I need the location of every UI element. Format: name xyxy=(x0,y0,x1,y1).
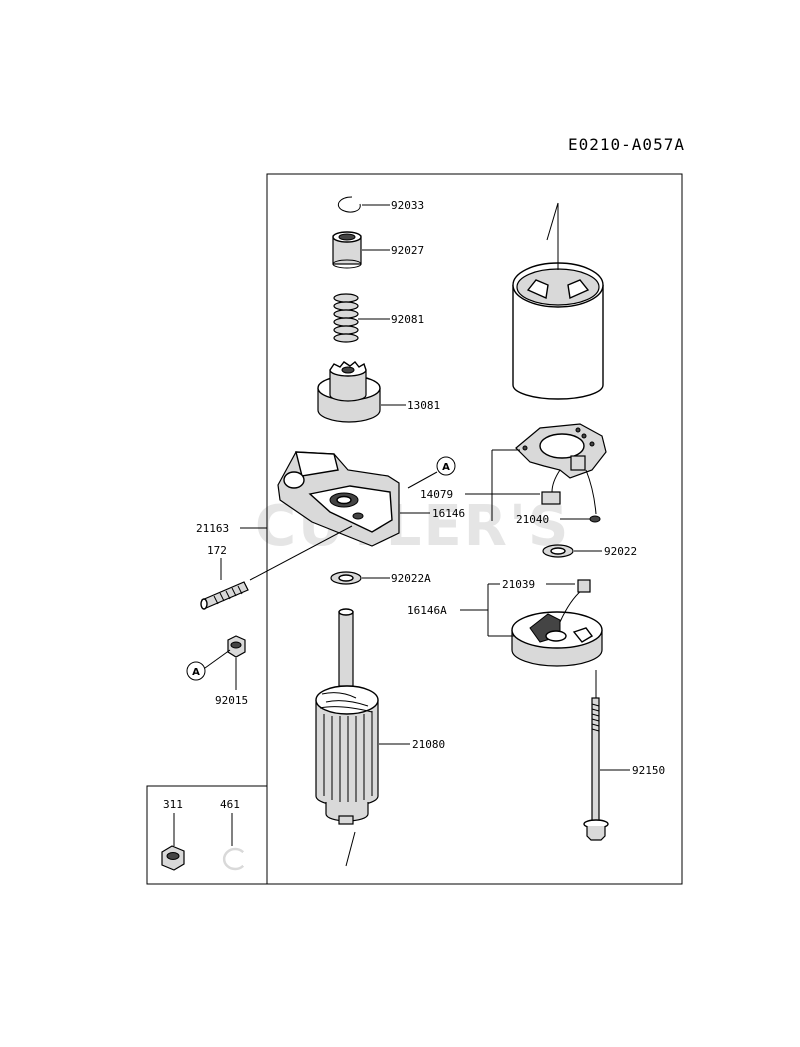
reference-marker-a-lower-label: A xyxy=(192,667,200,678)
label-13081[interactable]: 13081 xyxy=(407,399,440,412)
through-bolt-92150[interactable] xyxy=(583,697,609,841)
terminal-21040[interactable] xyxy=(589,515,601,523)
label-92027[interactable]: 92027 xyxy=(391,244,424,257)
label-92081[interactable]: 92081 xyxy=(391,313,424,326)
label-92033[interactable]: 92033 xyxy=(391,199,424,212)
label-21163[interactable]: 21163 xyxy=(196,522,229,535)
label-92022[interactable]: 92022 xyxy=(604,545,637,558)
label-461[interactable]: 461 xyxy=(220,798,240,811)
nut-92015[interactable] xyxy=(227,635,246,658)
diagram-code: E0210-A057A xyxy=(568,135,685,154)
label-21080[interactable]: 21080 xyxy=(412,738,445,751)
label-16146[interactable]: 16146 xyxy=(432,507,465,520)
snap-ring-92033[interactable] xyxy=(337,196,361,213)
main-frame xyxy=(266,173,683,885)
collar-92027[interactable] xyxy=(332,231,362,269)
armature-21080[interactable] xyxy=(315,608,379,825)
brush-holder-plate-14079[interactable] xyxy=(515,423,607,515)
reference-marker-a-upper-label: A xyxy=(442,462,450,473)
leader-reference-a-lower xyxy=(204,649,231,669)
washer-92022[interactable] xyxy=(542,544,574,558)
leader-armature-shaft xyxy=(345,831,356,867)
leader-yoke-top xyxy=(546,202,559,241)
washer-92022a[interactable] xyxy=(330,571,362,585)
label-92015[interactable]: 92015 xyxy=(215,694,248,707)
yoke-housing[interactable] xyxy=(512,262,604,400)
label-92150[interactable]: 92150 xyxy=(632,764,665,777)
label-92022A[interactable]: 92022A xyxy=(391,572,431,585)
inset-frame xyxy=(146,785,268,885)
spring-92081[interactable] xyxy=(333,293,359,343)
leader-reference-a-upper xyxy=(407,471,438,489)
label-21039[interactable]: 21039 xyxy=(502,578,535,591)
gear-housing-16146[interactable] xyxy=(277,451,400,547)
pinion-gear-13081[interactable] xyxy=(317,361,381,423)
end-cover-16146a[interactable] xyxy=(511,579,603,667)
reference-marker-a-lower[interactable] xyxy=(186,661,206,681)
leader-stud-to-housing xyxy=(249,525,353,581)
label-311[interactable]: 311 xyxy=(163,798,183,811)
stud-bolt-172[interactable] xyxy=(200,581,249,610)
label-16146A[interactable]: 16146A xyxy=(407,604,447,617)
spring-washer-461[interactable] xyxy=(222,847,244,871)
label-172[interactable]: 172 xyxy=(207,544,227,557)
reference-marker-a-upper[interactable] xyxy=(436,456,456,476)
nut-311[interactable] xyxy=(161,845,185,871)
label-14079[interactable]: 14079 xyxy=(420,488,453,501)
label-21040[interactable]: 21040 xyxy=(516,513,549,526)
